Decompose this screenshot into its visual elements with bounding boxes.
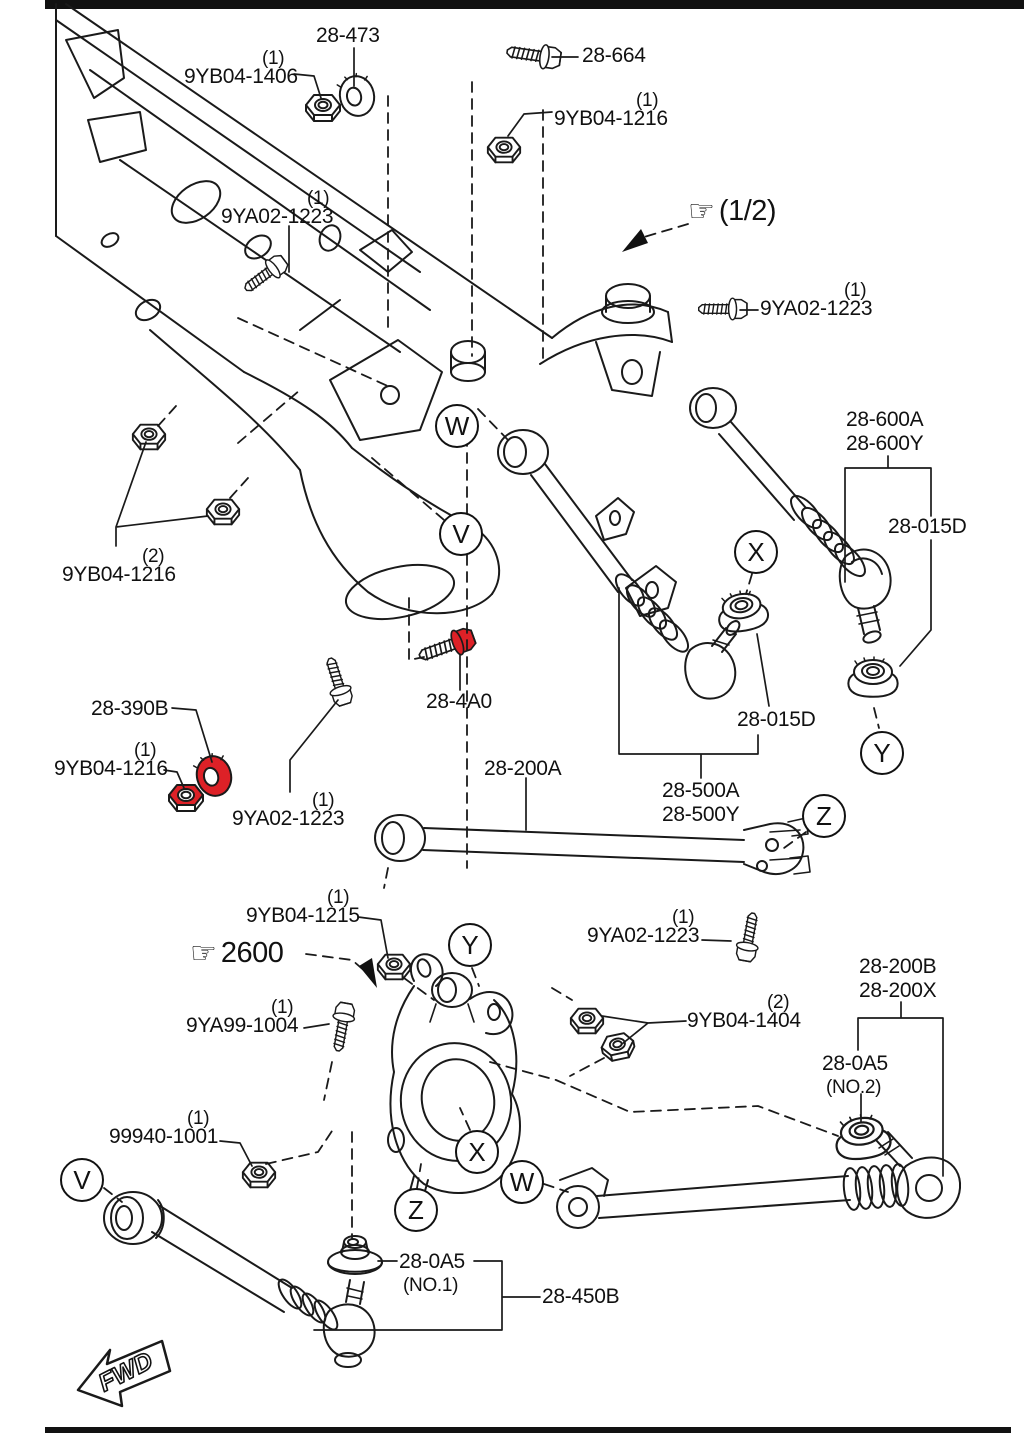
callout-z-lower: Z (394, 1188, 438, 1232)
label-28-015d-right: 28-015D (888, 515, 967, 538)
label-9yb04-1216-x2: (2) 9YB04-1216 (62, 546, 176, 586)
label-9yb04-1215: (1) 9YB04-1215 (246, 887, 360, 927)
callout-w-lower: W (500, 1160, 544, 1204)
label-28-600: 28-600A 28-600Y (846, 408, 924, 455)
highlighted-nut-9yb04-1216 (168, 784, 204, 812)
nut-9yb04-1216-a (131, 423, 167, 451)
washer-28-473 (334, 69, 379, 121)
label-9ya02-1223-right: (1) 9YA02-1223 (760, 280, 873, 320)
highlighted-bolt-28-4a0 (414, 623, 479, 670)
bolt-9ya02-1223-lower (733, 910, 765, 964)
callout-y-right: Y (860, 731, 904, 775)
label-28-664: 28-664 (582, 44, 646, 67)
callout-v-lower: V (60, 1158, 104, 1202)
leader-lines (115, 47, 862, 1167)
label-9ya99-1004: (1) 9YA99-1004 (186, 997, 299, 1037)
callout-y-knuckle: Y (448, 923, 492, 967)
page-indicator: ☞(1/2) (688, 194, 777, 229)
label-9yb04-1404: (2) 9YB04-1404 (687, 992, 801, 1032)
label-28-500: 28-500A 28-500Y (662, 779, 740, 826)
callout-x-knuckle: X (455, 1130, 499, 1174)
top-border-bar (45, 0, 1024, 9)
label-99940-1001: (1) 99940-1001 (109, 1108, 219, 1148)
label-28-473: 28-473 (316, 24, 380, 47)
fwd-arrow: FWD (76, 1339, 172, 1408)
label-9ya02-1223-lower: (1) 9YA02-1223 (587, 907, 700, 947)
page-ref-text: (1/2) (718, 195, 777, 227)
bushing-28-0a5-no2 (831, 1110, 894, 1164)
bolt-9ya99-1004 (326, 1000, 358, 1054)
label-28-450b: 28-450B (542, 1285, 620, 1308)
label-9yb04-1216-upper: (1) 9YB04-1216 (554, 90, 668, 130)
dashed-construction-lines (103, 81, 880, 1239)
upper-lateral-link-28-600 (689, 387, 892, 644)
callout-w-upper: W (435, 404, 479, 448)
label-28-200bx: 28-200B 28-200X (859, 955, 937, 1002)
bushing-28-015d-right (847, 656, 899, 698)
bottom-border-bar (45, 1427, 1011, 1433)
label-28-0a5-no2: 28-0A5 (NO.2) (822, 1052, 888, 1098)
section-ref-text: 2600 (220, 937, 284, 969)
label-9yb04-1216-red: (1) 9YB04-1216 (54, 740, 168, 780)
label-28-015d-left: 28-015D (737, 708, 816, 731)
callout-z-right: Z (802, 794, 846, 838)
nut-9yb04-1406 (305, 94, 341, 122)
label-9ya02-1223-mid: (1) 9YA02-1223 (232, 790, 345, 830)
label-28-0a5-no1: 28-0A5 (NO.1) (399, 1250, 465, 1296)
rear-knuckle (387, 953, 521, 1209)
trailing-link-28-450b (103, 1191, 383, 1368)
nut-9yb04-1215 (376, 953, 412, 981)
bracket-lines (313, 455, 944, 1331)
label-28-4a0: 28-4A0 (426, 690, 492, 713)
label-9ya02-1223-upper: (1) 9YA02-1223 (221, 188, 334, 228)
rear-subframe-outline (55, 3, 673, 620)
toe-control-link-28-200b (556, 1131, 962, 1229)
nut-9yb04-1216-upper (486, 136, 522, 164)
section-indicator: ☞2600 (190, 936, 284, 971)
label-9yb04-1406: (1) 9YB04-1406 (184, 48, 298, 88)
callout-v-upper: V (439, 512, 483, 556)
bushing-28-015d-left (713, 586, 772, 636)
nut-99940-1001 (241, 1161, 277, 1189)
nut-9yb04-1404-a (569, 1007, 605, 1035)
bolt-9ya02-1223-right (698, 297, 748, 321)
lateral-link-28-200a (374, 814, 811, 875)
pointing-hand-icon-2: ☞ (190, 936, 217, 971)
label-28-200a: 28-200A (484, 757, 562, 780)
nut-9yb04-1216-b (205, 498, 241, 526)
label-28-390b: 28-390B (91, 697, 169, 720)
bolt-28-664 (504, 38, 563, 72)
pointing-hand-icon: ☞ (688, 194, 715, 229)
leader-arrowheads (359, 229, 648, 988)
callout-x-upper: X (734, 530, 778, 574)
upper-lateral-link-28-500 (497, 429, 741, 700)
